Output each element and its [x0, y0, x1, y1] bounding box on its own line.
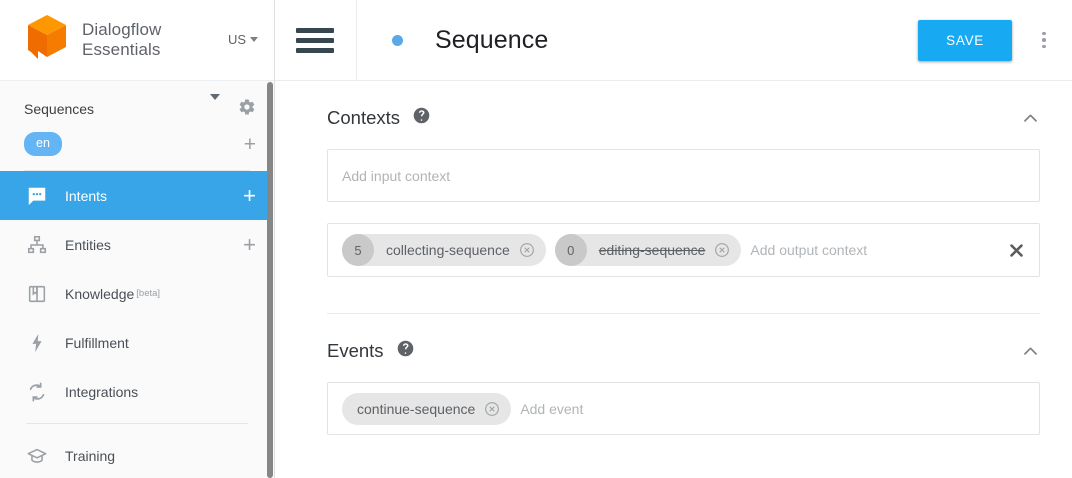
language-row: en +	[0, 127, 274, 161]
brand-header: Dialogflow Essentials US	[0, 0, 274, 81]
hamburger-menu-icon[interactable]	[296, 27, 334, 53]
region-selector[interactable]: US	[228, 32, 258, 49]
sidebar-item-knowledge[interactable]: Knowledge [beta]	[0, 269, 274, 318]
chat-bubble-icon	[26, 185, 48, 207]
sidebar-divider	[24, 170, 250, 171]
save-button[interactable]: SAVE	[918, 19, 1012, 61]
sidebar-item-label: Intents	[65, 187, 108, 204]
content-area: Contexts Add input context	[275, 81, 1072, 435]
context-chip-label: collecting-sequence	[386, 242, 510, 258]
lightning-bolt-icon	[26, 332, 48, 354]
sidebar: Dialogflow Essentials US Sequences en +	[0, 0, 275, 478]
kebab-menu-icon[interactable]	[1034, 31, 1054, 49]
sidebar-item-label: Knowledge	[65, 285, 135, 302]
context-chip[interactable]: 0 editing-sequence	[554, 234, 742, 266]
sync-arrows-icon	[26, 381, 48, 403]
sidebar-item-label: Fulfillment	[65, 334, 129, 351]
help-circle-icon[interactable]	[384, 340, 414, 362]
output-context-placeholder: Add output context	[750, 242, 868, 258]
top-toolbar: Sequence SAVE	[275, 0, 1072, 81]
output-context-field[interactable]: 5 collecting-sequence 0 editing-sequence	[327, 223, 1040, 277]
chevron-up-icon[interactable]	[1021, 342, 1040, 361]
region-label: US	[227, 31, 246, 47]
events-title: Events	[327, 340, 384, 361]
add-intent-icon[interactable]: +	[243, 182, 256, 208]
beta-badge: [beta]	[136, 288, 161, 299]
graduation-cap-icon	[26, 445, 48, 467]
add-entity-icon[interactable]: +	[243, 231, 256, 257]
sidebar-scrollbar-thumb[interactable]	[267, 82, 273, 478]
context-lifespan-badge[interactable]: 5	[342, 234, 374, 266]
add-language-icon[interactable]: +	[243, 132, 256, 156]
brand-title-line2: Essentials	[82, 40, 161, 59]
language-chip-en[interactable]: en	[24, 132, 62, 156]
event-chip-label: continue-sequence	[357, 400, 476, 417]
sidebar-section-divider	[26, 423, 248, 424]
agent-selector-row[interactable]: Sequences	[0, 91, 274, 127]
sidebar-item-label: Training	[65, 447, 116, 464]
contexts-section-header: Contexts	[327, 81, 1040, 149]
caret-down-icon	[210, 94, 220, 117]
book-icon	[26, 283, 48, 305]
events-section-header: Events	[327, 314, 1040, 382]
sidebar-item-intents[interactable]: Intents +	[0, 171, 274, 220]
section-divider	[327, 313, 1040, 314]
events-field[interactable]: continue-sequence Add event	[327, 382, 1040, 435]
contexts-title: Contexts	[327, 107, 401, 128]
context-chip-label: editing-sequence	[598, 242, 706, 258]
brand-title-line1: Dialogflow	[82, 20, 162, 39]
context-lifespan-badge[interactable]: 0	[554, 234, 587, 266]
sidebar-item-training[interactable]: Training	[0, 431, 274, 478]
agent-name: Sequences	[24, 101, 95, 117]
brand-title: Dialogflow Essentials	[82, 20, 161, 60]
sidebar-item-entities[interactable]: Entities +	[0, 220, 274, 269]
event-chip[interactable]: continue-sequence	[342, 392, 512, 425]
remove-circle-icon[interactable]	[714, 242, 730, 258]
help-circle-icon[interactable]	[400, 107, 430, 129]
dialogflow-cube-logo	[24, 13, 82, 68]
status-dot-icon	[392, 34, 403, 46]
remove-circle-icon[interactable]	[484, 401, 500, 417]
sidebar-item-fulfillment[interactable]: Fulfillment	[0, 318, 274, 367]
main-panel: Sequence SAVE Contexts	[275, 0, 1072, 478]
agent-dropdown-toggle[interactable]	[210, 94, 220, 118]
remove-circle-icon[interactable]	[519, 242, 535, 258]
input-context-placeholder: Add input context	[342, 167, 451, 184]
toolbar-divider	[356, 0, 357, 81]
caret-down-icon	[250, 36, 258, 42]
events-placeholder: Add event	[520, 400, 584, 417]
sidebar-item-integrations[interactable]: Integrations	[0, 367, 274, 416]
hierarchy-icon	[26, 234, 48, 256]
gear-icon[interactable]	[238, 98, 256, 121]
input-context-field[interactable]: Add input context	[327, 149, 1040, 202]
chevron-up-icon[interactable]	[1021, 109, 1040, 128]
context-chip[interactable]: 5 collecting-sequence	[342, 234, 546, 266]
sidebar-item-label: Integrations	[65, 383, 139, 400]
page-title: Sequence	[435, 25, 549, 54]
sidebar-item-label: Entities	[65, 236, 111, 253]
close-x-icon[interactable]	[1008, 242, 1025, 259]
